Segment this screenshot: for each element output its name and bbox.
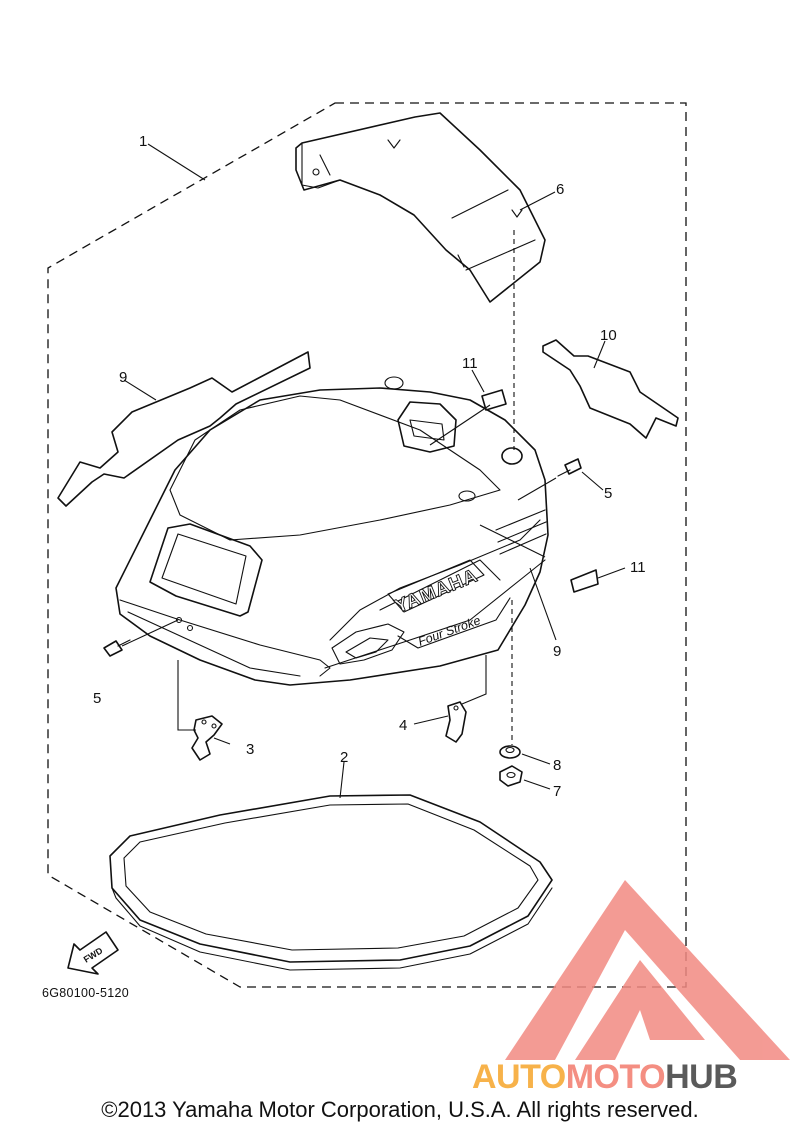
part-5-screw-right bbox=[557, 458, 582, 477]
part-3-bracket bbox=[191, 715, 223, 761]
callout-8: 8 bbox=[553, 757, 561, 774]
part-8-washer bbox=[499, 745, 521, 759]
part-5-screw-left bbox=[103, 639, 131, 657]
callout-4: 4 bbox=[399, 717, 407, 734]
callout-5-right: 5 bbox=[604, 485, 612, 502]
logo-word-moto: MOTO bbox=[565, 1058, 666, 1096]
watermark-triangle-logo bbox=[505, 880, 790, 1060]
callout-11-right: 11 bbox=[630, 559, 646, 576]
part-10-decal-right bbox=[542, 339, 679, 439]
watermark-logo-text: AUTOMOTOHUB bbox=[472, 1058, 738, 1097]
callout-7: 7 bbox=[553, 783, 561, 800]
part-11-pad-right bbox=[570, 569, 599, 593]
part-6-top-lid bbox=[295, 112, 546, 303]
leader-lines bbox=[121, 143, 626, 799]
copyright-notice: ©2013 Yamaha Motor Corporation, U.S.A. A… bbox=[101, 1097, 699, 1122]
cover-engine-text: Four Stroke bbox=[416, 613, 482, 649]
callout-6: 6 bbox=[556, 181, 564, 198]
callout-9-right: 9 bbox=[553, 643, 561, 660]
callout-9-left: 9 bbox=[119, 369, 127, 386]
part-2-seal bbox=[109, 794, 553, 971]
part-4-bracket bbox=[445, 701, 467, 743]
logo-word-auto: AUTO bbox=[472, 1058, 566, 1096]
callout-11-top: 11 bbox=[462, 355, 478, 372]
callout-1: 1 bbox=[139, 133, 147, 150]
callout-labels: 1 2 3 4 5 5 6 7 8 9 9 10 11 11 bbox=[93, 133, 646, 800]
assembly-boundary bbox=[47, 102, 687, 988]
part-11-pad-top bbox=[481, 389, 507, 411]
callout-5-left: 5 bbox=[93, 690, 101, 707]
callout-10: 10 bbox=[600, 327, 617, 344]
cover-brand-text: YAMAHA bbox=[392, 565, 481, 617]
part-7-nut bbox=[499, 765, 523, 787]
diagram-part-code: 6G80100-5120 bbox=[42, 986, 130, 1000]
part-9-decal-left bbox=[57, 351, 311, 507]
callout-3: 3 bbox=[246, 741, 254, 758]
logo-word-hub: HUB bbox=[665, 1058, 738, 1096]
fwd-arrow-icon: FWD bbox=[67, 931, 119, 975]
main-engine-cover bbox=[115, 376, 549, 686]
callout-2: 2 bbox=[340, 749, 348, 766]
